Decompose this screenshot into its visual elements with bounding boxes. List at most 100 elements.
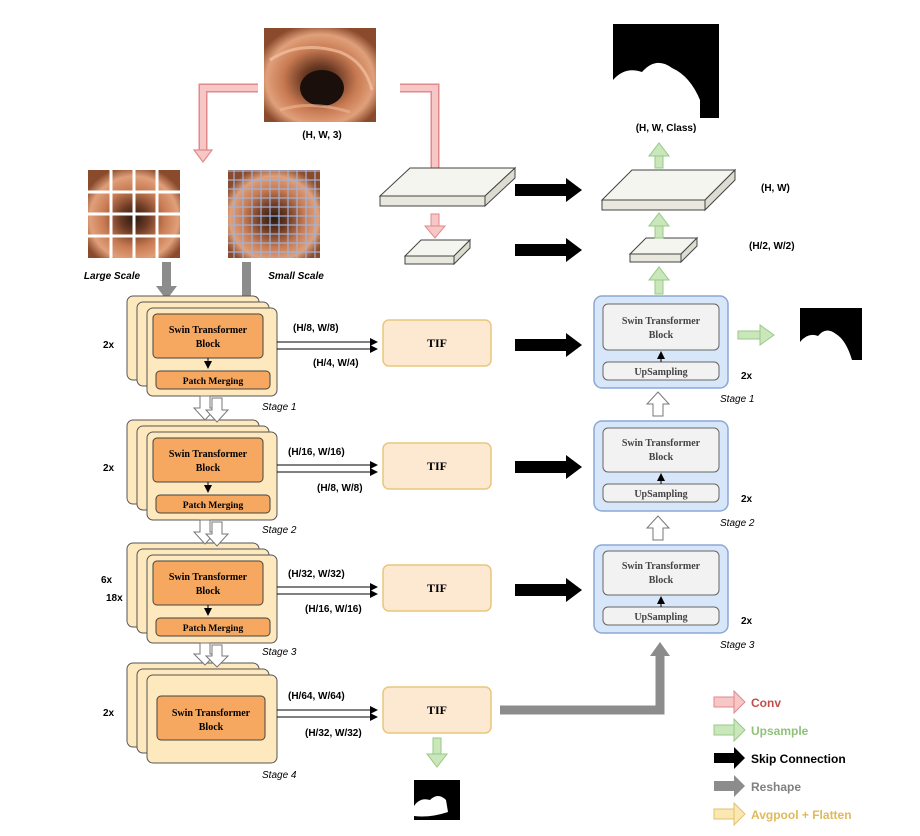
large-scale-label: Large Scale	[84, 271, 141, 282]
encoder-conv-slab-half	[403, 238, 472, 266]
encoder-flow-arrows	[192, 395, 230, 668]
patch-merging-s3	[155, 617, 271, 637]
tif-box-2: TIF	[382, 442, 492, 490]
swin-label-s2b: Block	[196, 463, 221, 474]
stage4-label: Stage 4	[262, 770, 297, 781]
tif-box-3: TIF	[382, 564, 492, 612]
stage3-lower-dim: (H/16, W/16)	[305, 604, 362, 615]
dec-stage2-label: Stage 2	[720, 518, 755, 529]
legend: Conv Upsample Skip Connection Reshape Av…	[713, 689, 852, 827]
swin-label-s4a: Swin Transformer	[172, 708, 251, 719]
legend-reshape-arrow	[714, 775, 745, 797]
swin-label-s1b: Block	[196, 339, 221, 350]
stage3-repeat: 6x	[101, 575, 113, 586]
legend-conv-arrow	[713, 689, 746, 715]
stage1-label: Stage 1	[262, 402, 296, 413]
dec-swin-label-s3a: Swin Transformer	[622, 561, 701, 572]
encoder-to-tif-arrows	[277, 338, 378, 721]
legend-upsample-arrow	[713, 717, 746, 743]
mask-output-decoder-stage1	[800, 308, 862, 360]
legend-upsample-label: Upsample	[751, 724, 809, 738]
encoder-stage-1: Swin Transformer Block Patch Merging	[126, 295, 278, 397]
stage3-upper-dim: (H/32, W/32)	[288, 569, 345, 580]
legend-avgpool-arrow	[713, 801, 746, 827]
merge-label-s3: Patch Merging	[183, 624, 244, 634]
decoder-stage-2: Swin Transformer Block UpSampling	[593, 420, 729, 512]
tif-label-1: TIF	[427, 336, 447, 350]
swin-block-s2	[152, 437, 264, 483]
dec-stage1-label: Stage 1	[720, 394, 754, 405]
tif-label-3: TIF	[427, 581, 447, 595]
patch-merging-s2	[155, 494, 271, 514]
stage2-label: Stage 2	[262, 525, 297, 536]
upsample-arrow-tif4	[425, 737, 449, 768]
tif-box-1: TIF	[382, 319, 492, 367]
encoder-stage-3: Swin Transformer Block Patch Merging	[126, 542, 278, 644]
large-scale-patch-grid	[88, 170, 180, 258]
dec-stage1-repeat: 2x	[741, 371, 753, 382]
legend-skip-label: Skip Connection	[751, 752, 846, 766]
dec-up-label-s3: UpSampling	[634, 612, 687, 623]
dec-stage2-repeat: 2x	[741, 494, 753, 505]
encoder-stage-4: Swin Transformer Block	[126, 662, 278, 764]
swin-block-s3	[152, 560, 264, 606]
legend-avgpool-label: Avgpool + Flatten	[751, 808, 852, 822]
swin-block-s1	[152, 313, 264, 359]
small-scale-label: Small Scale	[268, 271, 324, 282]
reshape-arrow-large	[156, 262, 177, 300]
dec-swin-label-s1b: Block	[649, 330, 674, 341]
input-endoscopy-image	[264, 28, 376, 122]
mask-output-tif4	[414, 780, 460, 820]
merge-label-s1: Patch Merging	[183, 377, 244, 387]
merge-label-s2: Patch Merging	[183, 501, 244, 511]
dec-up-label-s1: UpSampling	[634, 367, 687, 378]
dec-swin-block-s1	[602, 303, 720, 351]
tif-box-4: TIF	[382, 686, 492, 734]
decoder-conv-slab-full	[600, 168, 737, 212]
stage2-repeat: 2x	[103, 463, 115, 474]
dec-swin-label-s1a: Swin Transformer	[622, 316, 701, 327]
stage1-upper-dim: (H/8, W/8)	[293, 323, 339, 334]
conv-dim-half: (H/2, W/2)	[749, 241, 795, 252]
swin-label-s2a: Swin Transformer	[169, 449, 248, 460]
reshape-arrow-tif4-to-decoder	[500, 642, 670, 715]
input-shape-label: (H, W, 3)	[302, 130, 341, 141]
legend-conv-label: Conv	[751, 696, 781, 710]
output-mask	[613, 24, 719, 118]
stage2-lower-dim: (H/8, W/8)	[317, 483, 363, 494]
dec-up-label-s2: UpSampling	[634, 489, 687, 500]
small-scale-patch-grid	[228, 170, 320, 258]
stage4-repeat: 2x	[103, 708, 115, 719]
dec-swin-block-s2	[602, 427, 720, 473]
conv-arrow-slab-down	[423, 213, 447, 239]
dec-stage3-label: Stage 3	[720, 640, 755, 651]
stage3-repeat-alt: 18x	[106, 593, 123, 604]
tif-label-4: TIF	[427, 703, 447, 717]
skip-connection-arrows	[515, 178, 582, 602]
decoder-stage-3: Swin Transformer Block UpSampling	[593, 544, 729, 634]
decoder-flow-arrows	[645, 391, 671, 541]
dec-swin-label-s3b: Block	[649, 575, 674, 586]
encoder-stage-2: Swin Transformer Block Patch Merging	[126, 419, 278, 521]
tif-label-2: TIF	[427, 459, 447, 473]
decoder-conv-slab-half	[628, 236, 699, 264]
stage4-lower-dim: (H/32, W/32)	[305, 728, 362, 739]
output-shape-label: (H, W, Class)	[636, 123, 697, 134]
stage2-upper-dim: (H/16, W/16)	[288, 447, 345, 458]
stage4-upper-dim: (H/64, W/64)	[288, 691, 345, 702]
swin-label-s4b: Block	[199, 722, 224, 733]
encoder-conv-slab-full	[378, 166, 517, 208]
conv-dim-full: (H, W)	[761, 183, 790, 194]
dec-stage3-repeat: 2x	[741, 616, 753, 627]
decoder-upsample-arrows	[647, 142, 775, 346]
dec-swin-label-s2b: Block	[649, 452, 674, 463]
patch-merging-s1	[155, 370, 271, 390]
stage3-label: Stage 3	[262, 647, 297, 658]
conv-arrow-to-patches	[192, 83, 258, 163]
swin-label-s3a: Swin Transformer	[169, 572, 248, 583]
legend-skip-arrow	[714, 747, 745, 769]
dec-swin-label-s2a: Swin Transformer	[622, 438, 701, 449]
swin-label-s1a: Swin Transformer	[169, 325, 248, 336]
stage1-lower-dim: (H/4, W/4)	[313, 358, 359, 369]
